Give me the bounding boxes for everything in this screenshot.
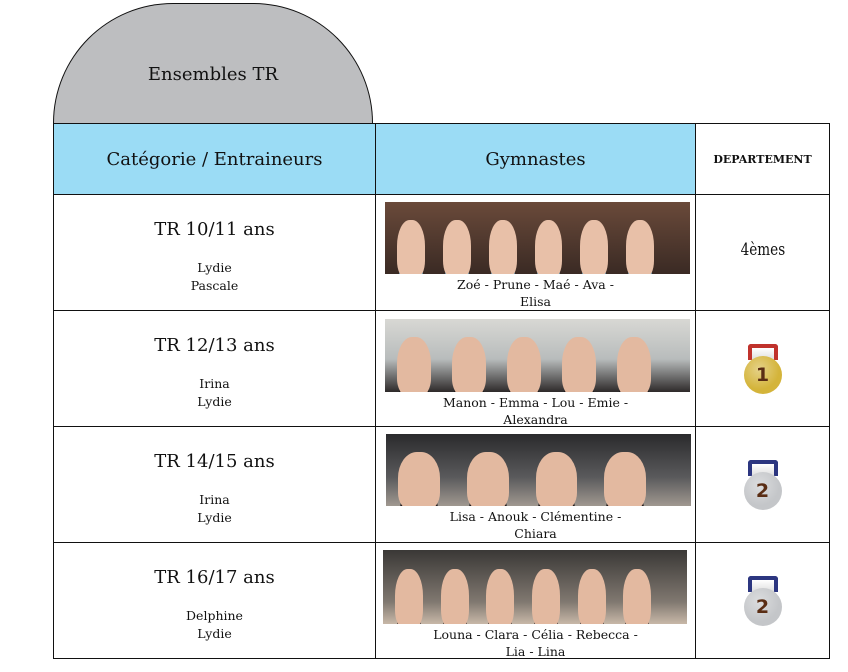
coach-name: Lydie (197, 510, 232, 525)
gymnasts-names: Lisa - Anouk - Clémentine - (449, 509, 622, 524)
gymnasts-names: Louna - Clara - Célia - Rebecca - (433, 627, 638, 642)
team-photo (383, 550, 687, 624)
gymnasts-names: Lia - Lina (505, 644, 566, 659)
gymnasts-cell: Louna - Clara - Célia - Rebecca - Lia - … (375, 542, 696, 659)
page-title: Ensembles TR (147, 64, 279, 85)
team-photo (385, 202, 690, 274)
gymnasts-cell: Lisa - Anouk - Clémentine - Chiara (375, 426, 696, 543)
coach-name: Irina (199, 492, 230, 507)
silver-medal-icon: 2 (743, 575, 783, 626)
silver-medal-icon: 2 (743, 459, 783, 510)
header-gymnasts: Gymnastes (375, 123, 696, 195)
coach-name: Irina (199, 376, 230, 391)
department-result-cell: 2 (695, 426, 830, 543)
gymnasts-names: Zoé - Prune - Maé - Ava - (457, 277, 614, 292)
coach-name: Lydie (197, 394, 232, 409)
gymnasts-cell: Zoé - Prune - Maé - Ava - Elisa (375, 194, 696, 311)
category-cell: TR 10/11 ans Lydie Pascale (53, 194, 376, 311)
coach-name: Lydie (197, 260, 232, 275)
gymnasts-names: Manon - Emma - Lou - Emie - (442, 395, 629, 410)
header-category: Catégorie / Entraineurs (53, 123, 376, 195)
gymnasts-cell: Manon - Emma - Lou - Emie - Alexandra (375, 310, 696, 427)
department-result-cell: 2 (695, 542, 830, 659)
category-cell: TR 14/15 ans Irina Lydie (53, 426, 376, 543)
department-result-cell: 1 (695, 310, 830, 427)
coach-name: Pascale (190, 278, 239, 293)
title-tab: Ensembles TR (53, 3, 373, 123)
category-label: TR 10/11 ans (154, 219, 275, 240)
coach-name: Delphine (186, 608, 243, 623)
gymnasts-names: Chiara (514, 526, 557, 541)
gymnasts-names: Elisa (520, 294, 551, 309)
category-label: TR 14/15 ans (154, 451, 275, 472)
category-label: TR 12/13 ans (154, 335, 275, 356)
category-label: TR 16/17 ans (154, 567, 275, 588)
category-cell: TR 12/13 ans Irina Lydie (53, 310, 376, 427)
gold-medal-icon: 1 (743, 343, 783, 394)
gymnasts-names: Alexandra (503, 412, 568, 427)
coach-name: Lydie (197, 626, 232, 641)
result-text: 4èmes (740, 239, 785, 260)
team-photo (385, 319, 690, 392)
category-cell: TR 16/17 ans Delphine Lydie (53, 542, 376, 659)
department-result-cell: 4èmes (695, 194, 830, 311)
header-department: DEPARTEMENT (695, 123, 830, 195)
team-photo (386, 434, 691, 506)
